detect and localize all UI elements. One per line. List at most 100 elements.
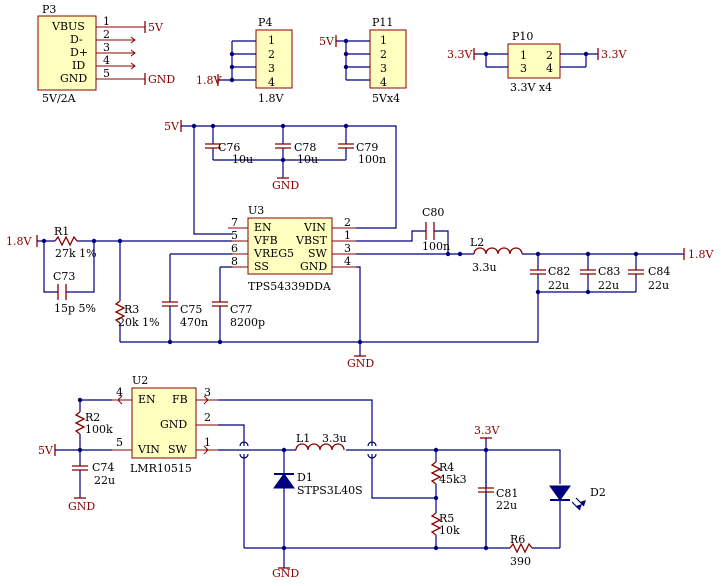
c75-value: 470n — [180, 316, 208, 329]
r6-ref: R6 — [510, 533, 525, 546]
r1-value: 27k 1% — [55, 247, 97, 260]
p3-value: 5V/2A — [42, 92, 77, 105]
u3-pin-vreg5: VREG5 — [253, 247, 294, 260]
u2-3v3-port: 3.3V — [474, 424, 500, 437]
u2-num-1: 1 — [204, 436, 211, 449]
c79-value: 100n — [358, 153, 386, 166]
d1-value: STPS3L40S — [297, 484, 363, 497]
p10-num-2: 2 — [546, 49, 553, 62]
p4-value: 1.8V — [258, 92, 284, 105]
r3-value: 20k 1% — [118, 316, 160, 329]
p10-3v3-port-right: 3.3V — [601, 48, 627, 61]
u2-gnd-port-in: GND — [68, 500, 95, 513]
c7x-gnd-port: GND — [272, 179, 299, 192]
u3-pin-en: EN — [254, 221, 272, 234]
u3-ref: U3 — [248, 204, 264, 217]
c77-value: 8200p — [230, 316, 265, 329]
u3-num-7: 7 — [231, 216, 238, 229]
r5-ref: R5 — [439, 512, 454, 525]
p4-num-3: 3 — [268, 62, 275, 75]
p11-num-4: 4 — [380, 76, 387, 89]
u3-1v8-out-port: 1.8V — [688, 248, 714, 261]
c76-ref: C76 — [218, 141, 240, 154]
u2-pin-vin: VIN — [137, 443, 160, 456]
fb-1v8-port: 1.8V — [6, 235, 32, 248]
d1-ref: D1 — [297, 471, 313, 484]
c84-value: 22u — [648, 279, 669, 292]
c84-ref: C84 — [648, 265, 670, 278]
p10-value: 3.3V x4 — [510, 81, 552, 94]
c73-ref: C73 — [53, 270, 75, 283]
connector-p3: P3 5V/2A VBUS D- D+ ID GND 1 2 3 4 5 5V … — [37, 3, 175, 105]
c82-value: 22u — [548, 279, 569, 292]
c74-value: 22u — [94, 474, 115, 487]
u3-num-2: 2 — [344, 216, 351, 229]
connector-p10: P10 3.3V x4 1 2 3 4 3.3V 3.3V — [447, 30, 627, 94]
u3-pin-gnd: GND — [300, 260, 327, 273]
c78-value: 10u — [297, 153, 318, 166]
p3-num-1: 1 — [103, 15, 110, 28]
u2-num-5: 5 — [116, 436, 123, 449]
p10-3v3-port-left: 3.3V — [447, 48, 473, 61]
p10-num-4: 4 — [546, 62, 553, 75]
u3-pin-vfb: VFB — [253, 234, 278, 247]
p4-1v8-port: 1.8V — [196, 74, 222, 87]
u2-ref: U2 — [132, 374, 148, 387]
p11-num-3: 3 — [380, 62, 387, 75]
c78-ref: C78 — [294, 141, 316, 154]
r1-ref: R1 — [54, 225, 69, 238]
p3-num-3: 3 — [103, 41, 110, 54]
u3-pin-vin: VIN — [303, 221, 326, 234]
p11-num-2: 2 — [380, 48, 387, 61]
p4-ref: P4 — [258, 16, 272, 29]
u3-part: TPS54339DDA — [248, 280, 332, 293]
r4-value: 45k3 — [439, 473, 467, 486]
p10-num-1: 1 — [520, 49, 527, 62]
u2-pin-gnd: GND — [160, 418, 187, 431]
p11-value: 5Vx4 — [372, 92, 400, 105]
u2-num-2: 2 — [204, 411, 211, 424]
connector-p11: P11 5Vx4 1 2 3 4 5V — [319, 16, 407, 105]
d2-ref: D2 — [590, 486, 606, 499]
c81-value: 22u — [496, 499, 517, 512]
u3-num-5: 5 — [231, 229, 238, 242]
p3-pin-dplus: D+ — [70, 46, 88, 59]
p3-gnd-port: GND — [148, 73, 175, 86]
r2-ref: R2 — [85, 411, 100, 424]
p11-ref: P11 — [372, 16, 393, 29]
u3-num-8: 8 — [231, 255, 238, 268]
u3-5v-port: 5V — [164, 120, 180, 133]
c81-ref: C81 — [496, 487, 518, 500]
u3-num-6: 6 — [231, 242, 238, 255]
c82-ref: C82 — [548, 265, 570, 278]
u3-pin-ss: SS — [254, 260, 269, 273]
r4-ref: R4 — [439, 461, 454, 474]
p3-ref: P3 — [42, 3, 56, 16]
l1-value: 3.3u — [322, 432, 347, 445]
u3-body — [247, 217, 333, 275]
c79-ref: C79 — [356, 141, 378, 154]
p3-num-5: 5 — [103, 67, 110, 80]
u3-num-4: 4 — [344, 255, 351, 268]
u3-pin-sw: SW — [308, 247, 328, 260]
u2-part: LMR10515 — [130, 462, 192, 475]
l2-value: 3.3u — [472, 261, 497, 274]
l2-ref: L2 — [470, 236, 484, 249]
u2-pin-fb: FB — [172, 393, 188, 406]
p10-ref: P10 — [512, 30, 533, 43]
p3-5v-port: 5V — [148, 21, 164, 34]
u2-pin-sw: SW — [168, 443, 188, 456]
u3-gnd-port: GND — [347, 357, 374, 370]
p3-pin-gnd: GND — [60, 72, 87, 85]
p3-pin-dminus: D- — [70, 33, 83, 46]
p3-pin-id: ID — [72, 59, 85, 72]
u3-pin-vbst: VBST — [295, 234, 328, 247]
p11-num-1: 1 — [380, 34, 387, 47]
p10-num-3: 3 — [520, 62, 527, 75]
c83-ref: C83 — [598, 265, 620, 278]
p4-num-1: 1 — [268, 34, 275, 47]
l1-ref: L1 — [296, 432, 310, 445]
u2-body — [131, 387, 197, 459]
r5-value: 10k — [439, 524, 460, 537]
p11-5v-port: 5V — [319, 35, 335, 48]
